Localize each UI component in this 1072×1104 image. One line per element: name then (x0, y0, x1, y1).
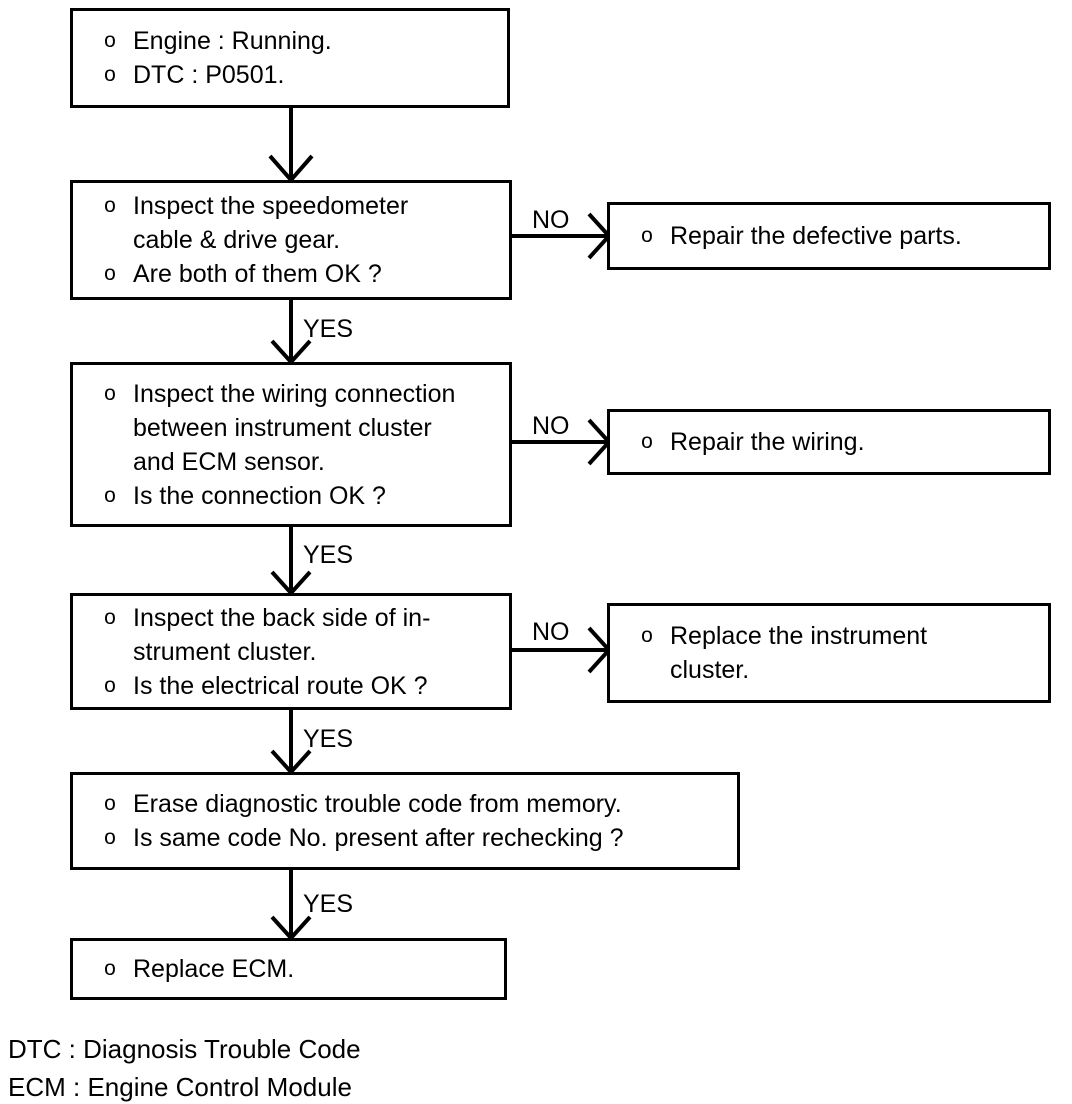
node-step4[interactable]: o Erase diagnostic trouble code from mem… (70, 772, 740, 870)
node-step3-no[interactable]: o Replace the instrument cluster. (607, 603, 1051, 703)
arrowhead-step1-to-no1 (587, 212, 612, 260)
bullet-icon: o (104, 29, 116, 52)
node-step3-line-3: o Is the electrical route OK ? (87, 669, 509, 703)
node-step1-no-text-1: Repair the defective parts. (670, 222, 962, 250)
bullet-icon: o (104, 792, 116, 815)
edge-label-yes-4: YES (303, 890, 354, 918)
node-step1-text-1: Inspect the speedometer (133, 192, 409, 220)
node-step4-text-1: Erase diagnostic trouble code from memor… (133, 790, 622, 818)
arrowhead-step2-to-step3 (270, 570, 312, 596)
node-step2-line-3: and ECM sensor. (87, 445, 509, 479)
bullet-icon: o (104, 381, 116, 405)
node-start-text-2: DTC : P0501. (133, 61, 285, 89)
bullet-icon: o (104, 483, 116, 507)
node-step2-text-2: between instrument cluster (133, 413, 432, 442)
node-step3-no-text-1: Replace the instrument (670, 622, 928, 650)
edge-label-yes-1: YES (303, 315, 354, 343)
node-step1-no[interactable]: o Repair the defective parts. (607, 202, 1051, 270)
bullet-icon: o (104, 826, 116, 849)
node-start-line-1: o Engine : Running. (87, 24, 507, 58)
edge-label-no-3: NO (532, 618, 570, 646)
node-end[interactable]: o Replace ECM. (70, 938, 507, 1000)
node-start-line-2: o DTC : P0501. (87, 58, 507, 92)
node-step2[interactable]: o Inspect the wiring connection between … (70, 362, 512, 527)
node-end-text-1: Replace ECM. (133, 955, 295, 983)
bullet-icon: o (104, 262, 116, 285)
node-step3-no-text-2: cluster. (670, 656, 750, 684)
bullet-icon: o (104, 673, 116, 697)
edge-label-no-1: NO (532, 206, 570, 234)
node-step3-no-line-2: cluster. (624, 653, 1048, 687)
node-step2-line-2: between instrument cluster (87, 411, 509, 445)
bullet-icon: o (641, 624, 653, 647)
bullet-icon: o (104, 194, 116, 217)
arrowhead-step1-to-step2 (270, 339, 312, 365)
node-step2-no-line-1: o Repair the wiring. (624, 425, 1048, 459)
node-step3-line-1: o Inspect the back side of in- (87, 601, 509, 635)
node-step3-line-2: strument cluster. (87, 635, 509, 669)
bullet-icon: o (104, 63, 116, 86)
node-step2-line-1: o Inspect the wiring connection (87, 377, 509, 411)
legend-ecm: ECM : Engine Control Module (8, 1072, 352, 1102)
bullet-icon: o (104, 957, 116, 980)
node-step2-text-3: and ECM sensor. (133, 447, 325, 476)
node-step1-text-3: Are both of them OK ? (133, 260, 382, 288)
node-step3-text-1: Inspect the back side of in- (133, 603, 431, 632)
node-end-line-1: o Replace ECM. (87, 952, 504, 986)
node-step1-line-1: o Inspect the speedometer (87, 189, 509, 223)
legend-dtc: DTC : Diagnosis Trouble Code (8, 1034, 361, 1064)
node-step1-line-3: o Are both of them OK ? (87, 257, 509, 291)
node-step3-text-3: Is the electrical route OK ? (133, 671, 428, 700)
bullet-icon: o (641, 430, 653, 453)
node-step2-line-4: o Is the connection OK ? (87, 479, 509, 513)
arrowhead-step3-to-no3 (587, 626, 612, 674)
edge-label-yes-2: YES (303, 541, 354, 569)
arrowhead-step3-to-step4 (270, 749, 312, 775)
edge-label-no-2: NO (532, 412, 570, 440)
node-step1[interactable]: o Inspect the speedometer cable & drive … (70, 180, 512, 300)
node-step3-no-line-1: o Replace the instrument (624, 619, 1048, 653)
bullet-icon: o (104, 605, 116, 629)
node-step3[interactable]: o Inspect the back side of in- strument … (70, 593, 512, 710)
node-step4-line-2: o Is same code No. present after recheck… (87, 821, 737, 855)
node-step2-text-1: Inspect the wiring connection (133, 379, 456, 408)
node-start[interactable]: o Engine : Running. o DTC : P0501. (70, 8, 510, 108)
node-step1-no-line-1: o Repair the defective parts. (624, 219, 1048, 253)
node-step2-no-text-1: Repair the wiring. (670, 428, 865, 456)
node-step2-no[interactable]: o Repair the wiring. (607, 409, 1051, 475)
bullet-icon: o (641, 224, 653, 247)
node-step4-text-2: Is same code No. present after recheckin… (133, 824, 624, 852)
node-start-text-1: Engine : Running. (133, 27, 332, 55)
node-step1-line-2: cable & drive gear. (87, 223, 509, 257)
node-step2-text-4: Is the connection OK ? (133, 481, 386, 510)
node-step4-line-1: o Erase diagnostic trouble code from mem… (87, 787, 737, 821)
node-step3-text-2: strument cluster. (133, 637, 317, 666)
node-step1-text-2: cable & drive gear. (133, 226, 341, 254)
arrowhead-start-to-step1 (268, 154, 314, 184)
arrowhead-step4-to-end (270, 915, 312, 941)
edge-label-yes-3: YES (303, 725, 354, 753)
arrowhead-step2-to-no2 (587, 418, 612, 466)
